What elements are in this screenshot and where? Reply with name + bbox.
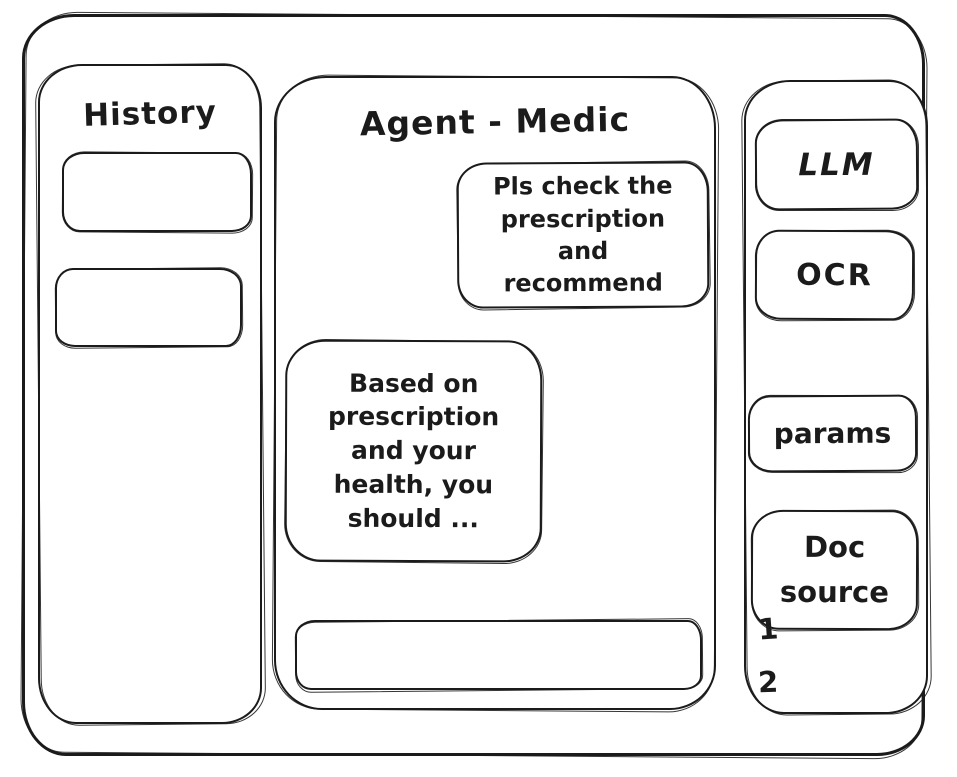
history-title: History [82,94,218,134]
doc-source-item-1[interactable]: 1 [756,611,780,647]
tools-panel: LLM OCR params Doc source 1 2 [744,80,928,714]
history-panel: History [38,64,262,724]
doc-source-item-2[interactable]: 2 [757,664,779,700]
history-item[interactable] [62,152,252,232]
chat-panel: Agent - Medic Pls check the prescription… [274,76,716,710]
llm-button[interactable]: LLM [754,118,919,211]
chat-input[interactable] [295,620,702,690]
ocr-button[interactable]: OCR [754,229,915,321]
chat-title: Agent - Medic [359,99,631,144]
assistant-message-bubble: Based on prescription and your health, y… [284,339,543,563]
params-button[interactable]: params [747,394,918,473]
history-item[interactable] [55,268,242,347]
user-message-bubble: Pls check the prescription and recommend [456,161,710,309]
